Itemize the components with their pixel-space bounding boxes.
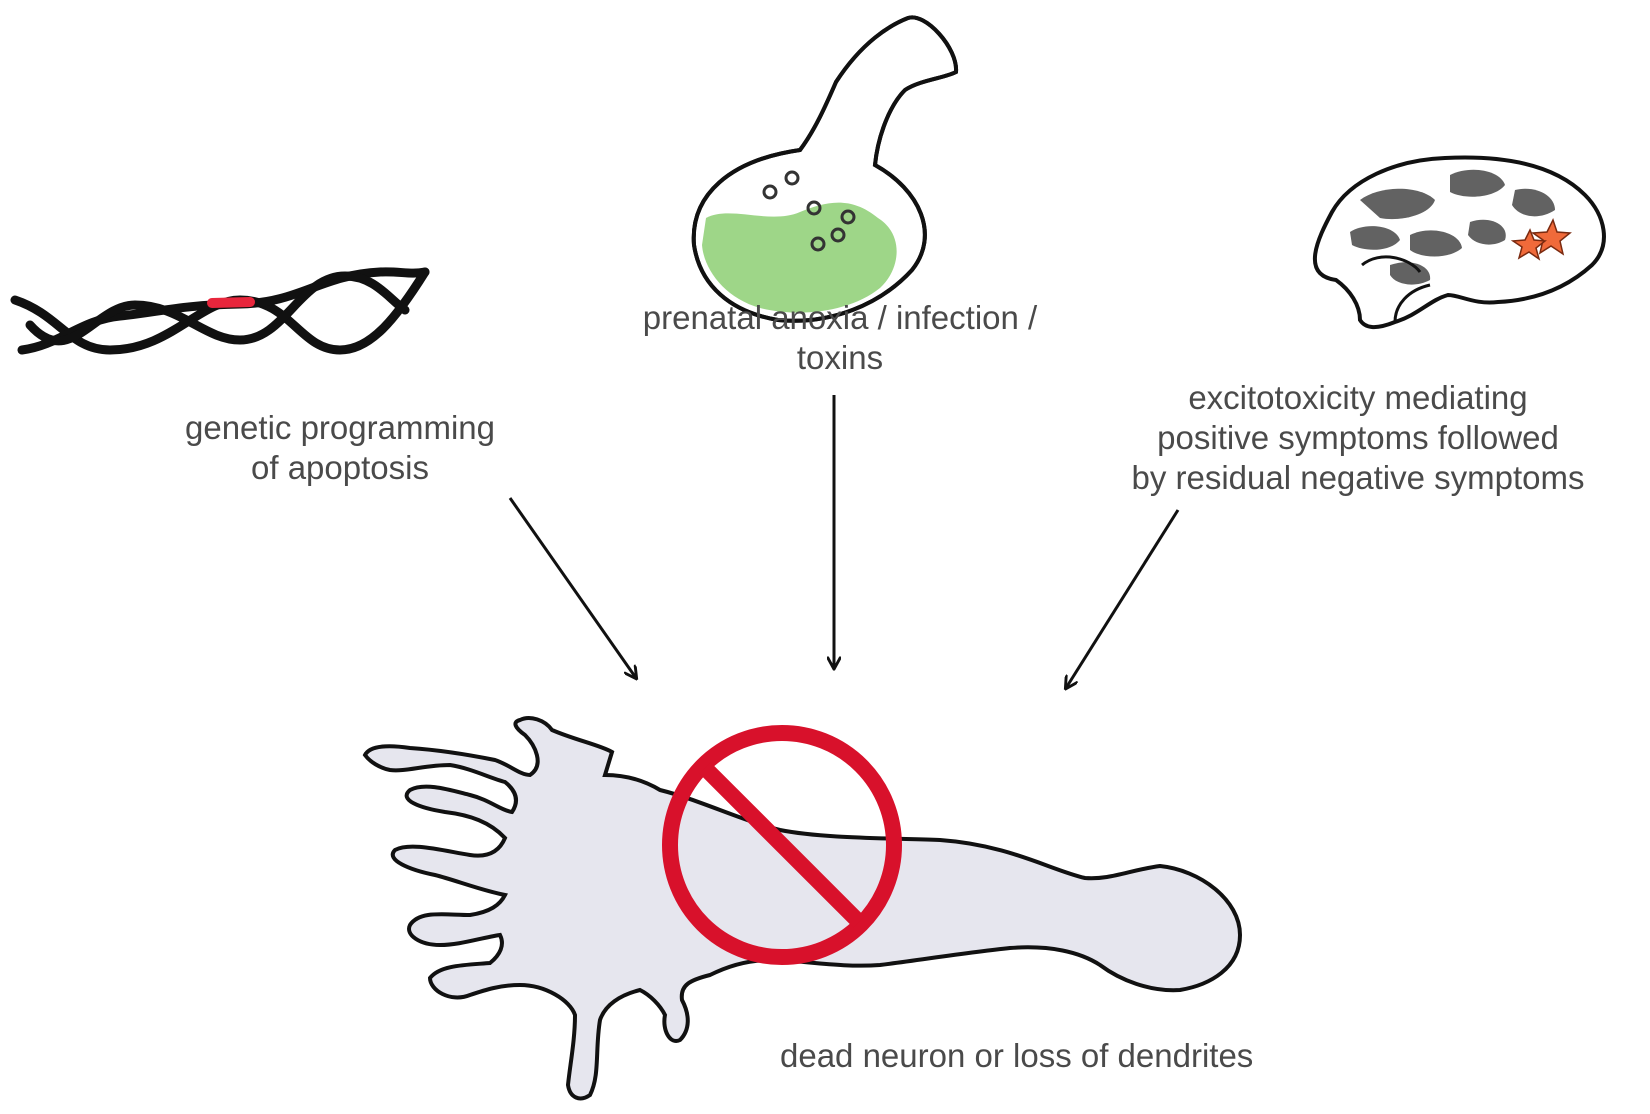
- label-outcome: dead neuron or loss of dendrites: [780, 1036, 1380, 1076]
- label-prenatal-causes: prenatal anoxia / infection / toxins: [590, 298, 1090, 378]
- arrow-excitotoxicity: [1066, 510, 1178, 688]
- brain-icon: [1315, 157, 1604, 327]
- label-genetic-programming: genetic programming of apoptosis: [150, 408, 530, 488]
- dna-helix-icon: [15, 272, 425, 350]
- flask-icon: [694, 17, 956, 320]
- arrow-genetic: [510, 498, 636, 678]
- label-excitotoxicity: excitotoxicity mediating positive sympto…: [1078, 378, 1638, 498]
